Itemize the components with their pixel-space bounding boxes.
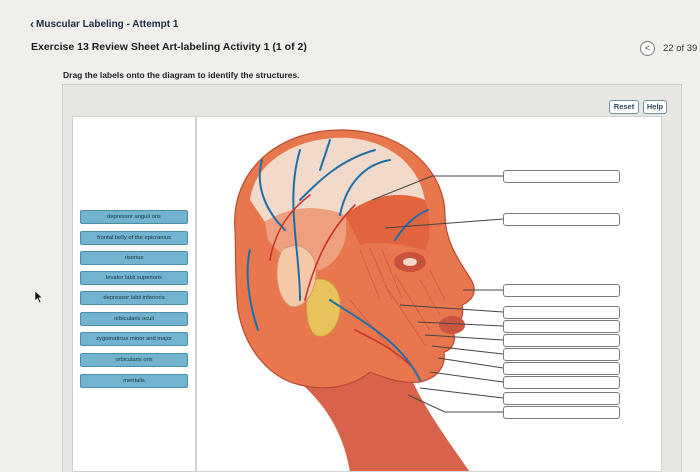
label-chip[interactable]: depressor labii inferioris bbox=[80, 291, 188, 305]
label-chip[interactable]: zygomaticus minor and major bbox=[80, 332, 188, 346]
chevron-left-icon: < bbox=[644, 43, 651, 53]
drop-target[interactable] bbox=[503, 320, 620, 333]
orbicularis-oris-shape bbox=[439, 316, 465, 334]
chevron-left-icon: ‹ bbox=[30, 17, 34, 31]
drop-target[interactable] bbox=[503, 376, 620, 389]
mouse-cursor-icon bbox=[34, 290, 44, 304]
label-chip[interactable]: levator labii superioris bbox=[80, 271, 188, 285]
arteries bbox=[269, 194, 411, 366]
leader-lines bbox=[371, 175, 504, 413]
label-chip[interactable]: depressor anguli oris bbox=[80, 210, 188, 224]
ear bbox=[276, 245, 317, 308]
parotid-gland bbox=[306, 278, 341, 337]
page-count: 22 of 39 bbox=[663, 43, 698, 54]
frontal-muscle bbox=[345, 195, 430, 250]
label-chip[interactable]: orbicularis oris bbox=[80, 353, 188, 367]
previous-button[interactable]: < bbox=[640, 41, 655, 56]
reset-button[interactable]: Reset bbox=[609, 100, 639, 114]
drop-target[interactable] bbox=[503, 306, 620, 319]
drop-target[interactable] bbox=[503, 348, 620, 361]
label-chip[interactable]: frontal belly of the epicranius bbox=[80, 231, 188, 245]
label-chip[interactable]: mentalis bbox=[80, 374, 188, 388]
label-chip[interactable]: risorius bbox=[80, 251, 188, 265]
drop-target[interactable] bbox=[503, 334, 620, 347]
drop-target[interactable] bbox=[503, 362, 620, 375]
drop-target[interactable] bbox=[503, 284, 620, 297]
drop-target[interactable] bbox=[503, 392, 620, 405]
drop-target[interactable] bbox=[503, 406, 620, 419]
help-button[interactable]: Help bbox=[643, 100, 667, 114]
back-link[interactable]: ‹ Muscular Labeling - Attempt 1 bbox=[30, 17, 178, 31]
back-link-label: Muscular Labeling - Attempt 1 bbox=[36, 18, 179, 30]
exercise-title: Exercise 13 Review Sheet Art-labeling Ac… bbox=[31, 41, 307, 53]
eye-shape bbox=[403, 258, 417, 266]
drop-target[interactable] bbox=[503, 170, 620, 183]
drop-target[interactable] bbox=[503, 213, 620, 226]
instruction-text: Drag the labels onto the diagram to iden… bbox=[63, 70, 300, 80]
label-chip[interactable]: orbicularis oculi bbox=[80, 312, 188, 326]
veins bbox=[246, 139, 429, 381]
